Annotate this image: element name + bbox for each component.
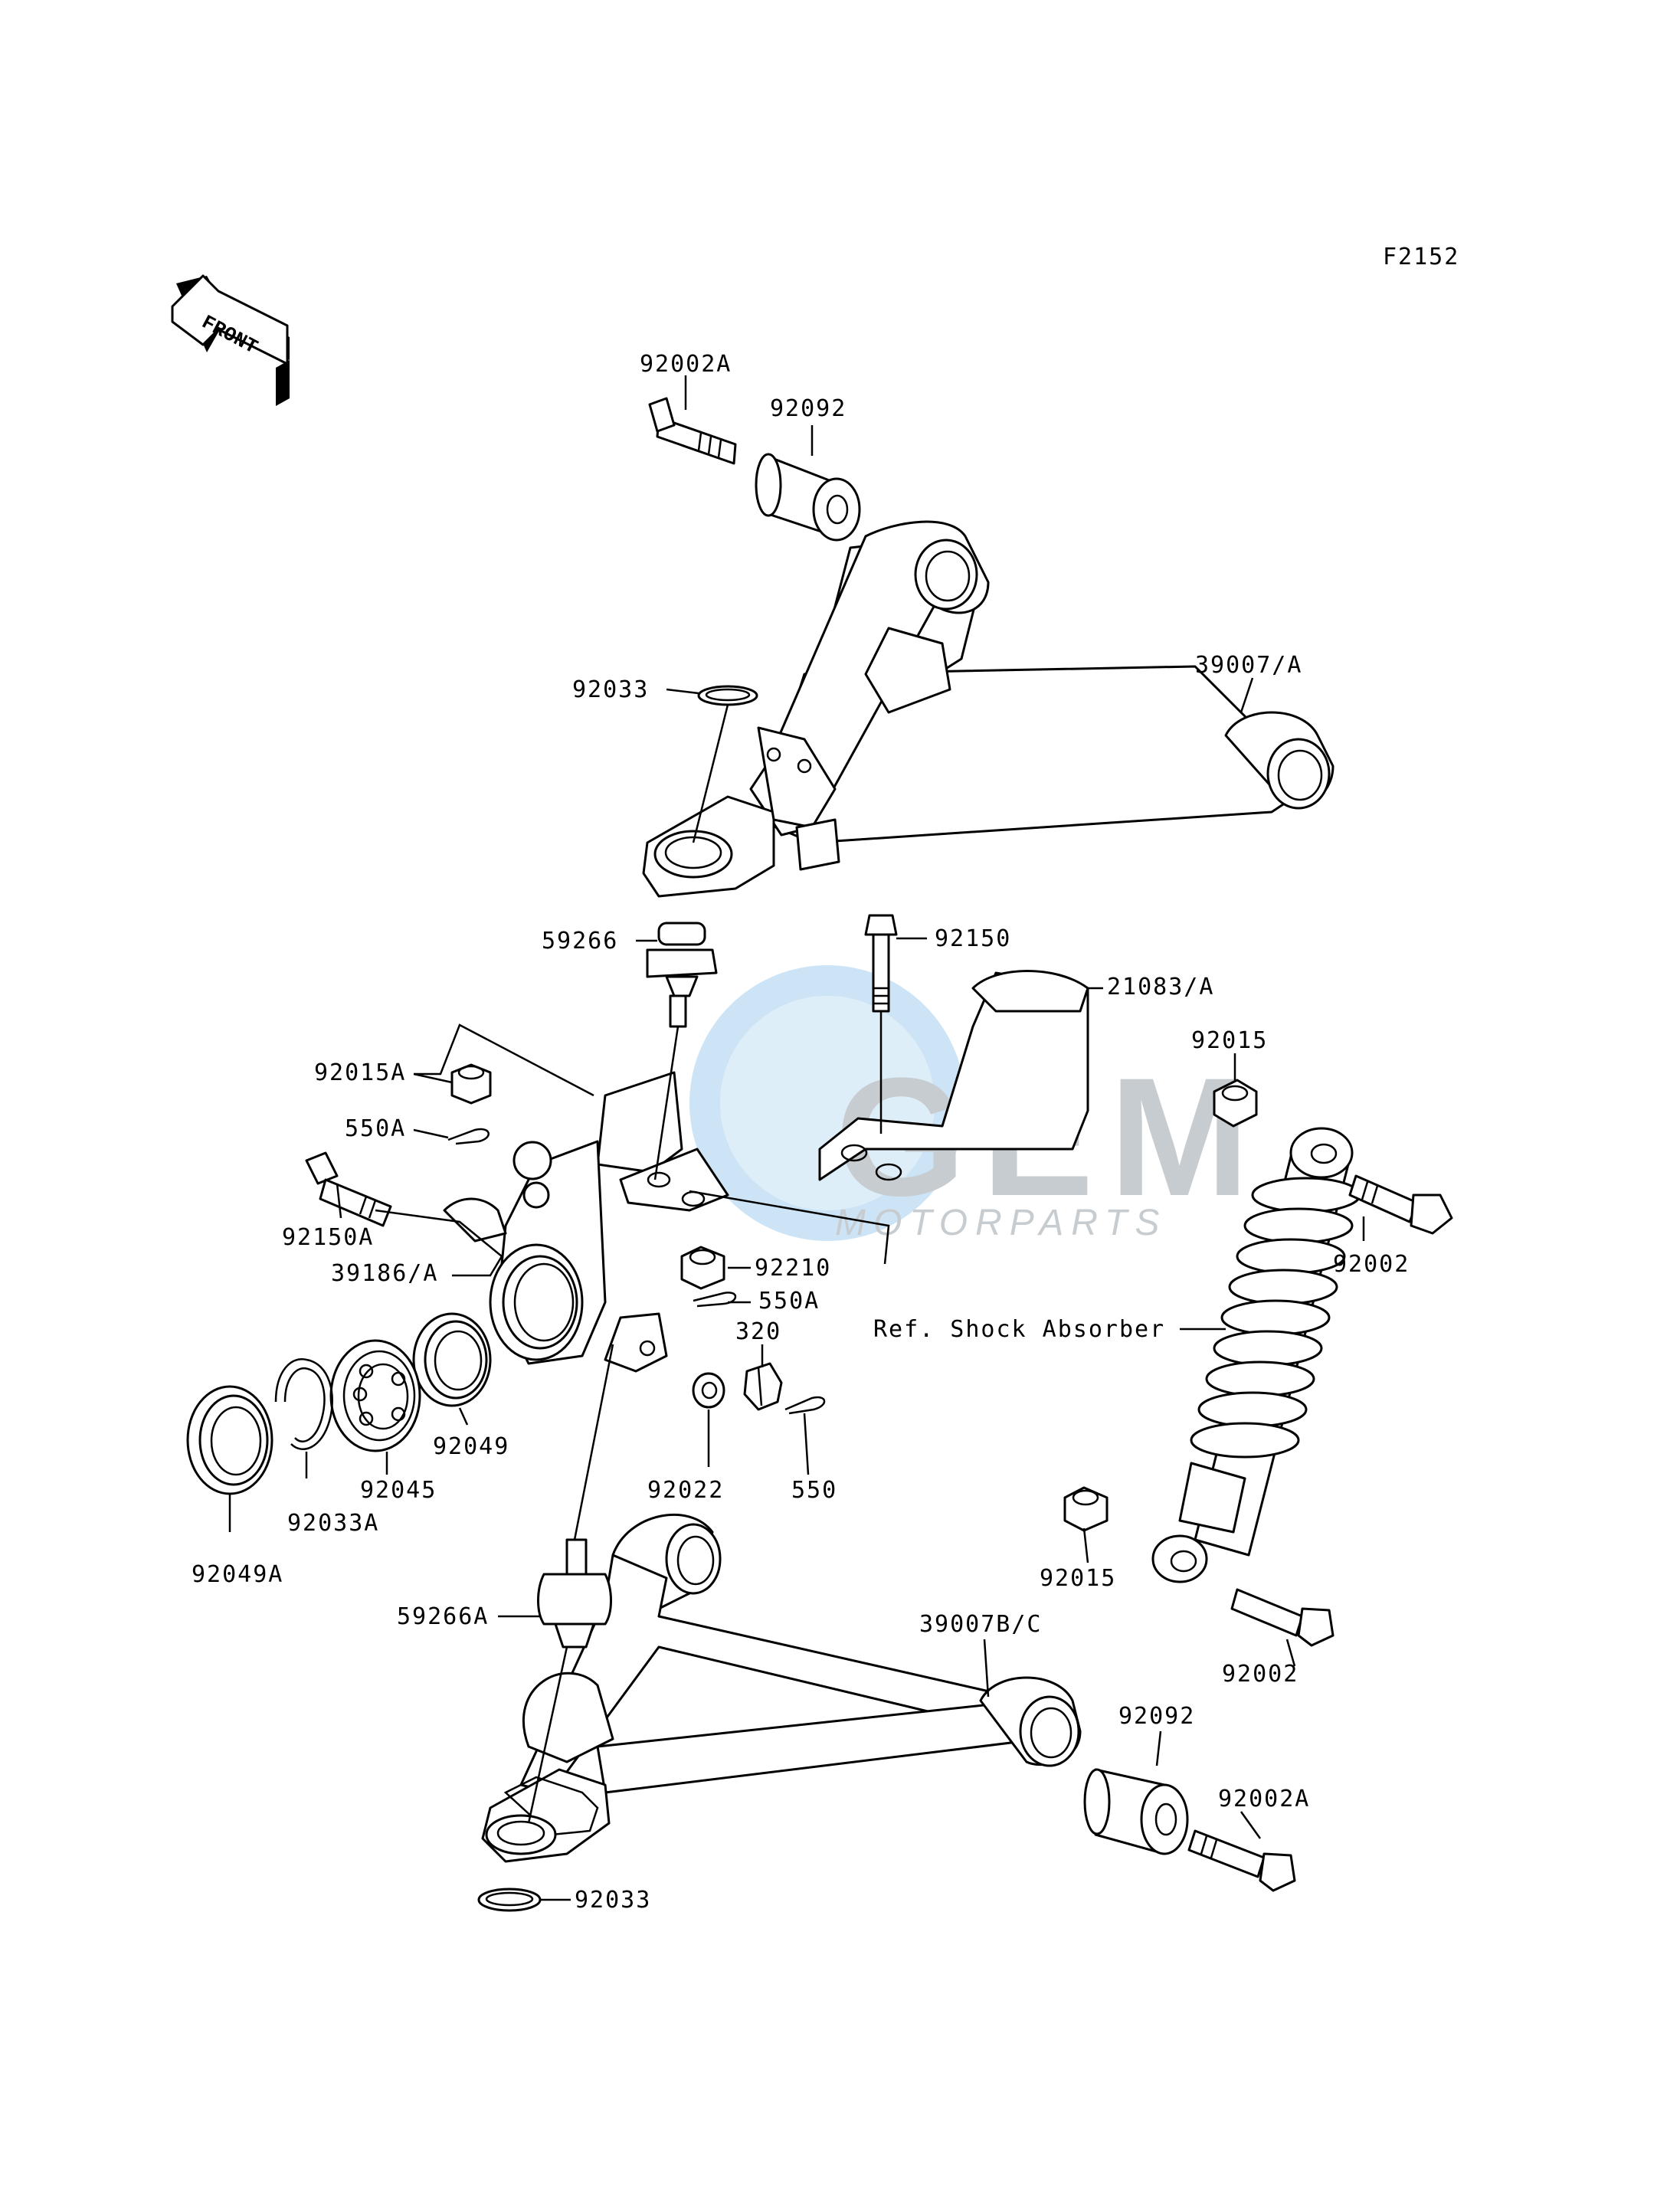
label-39007bc: 39007B/C [919, 1611, 1043, 1638]
label-39007a: 39007/A [1195, 652, 1302, 679]
label-92002a-bot: 92002A [1218, 1786, 1310, 1812]
label-92210: 92210 [755, 1255, 831, 1282]
knuckle-39186a [443, 1071, 729, 1373]
circlip-92033-top [697, 685, 758, 706]
washer-92022 [692, 1372, 725, 1409]
cotter-pin-550a-bot [693, 1292, 737, 1308]
nut-92015-top [1213, 1079, 1258, 1128]
bearing-92045 [329, 1339, 421, 1452]
label-92033-bot: 92033 [575, 1887, 651, 1914]
ball-joint-59266 [646, 922, 718, 1028]
circlip-92033a [274, 1358, 333, 1450]
bolt-92002-right [1348, 1174, 1453, 1235]
label-92002-bot: 92002 [1222, 1661, 1298, 1688]
label-92015-bot: 92015 [1040, 1565, 1116, 1592]
circlip-92033-bot [477, 1888, 542, 1912]
label-92033a: 92033A [287, 1510, 379, 1537]
label-92150a: 92150A [282, 1224, 374, 1251]
label-39186a: 39186/A [331, 1260, 438, 1287]
label-92033-top: 92033 [572, 676, 649, 703]
bolt-92150 [864, 914, 898, 1013]
shock-absorber [1151, 1127, 1361, 1583]
upper-arm-39007a [642, 520, 1335, 898]
label-92092-top: 92092 [770, 395, 847, 422]
label-92045: 92045 [360, 1477, 437, 1504]
shock-spring-icon [1190, 1177, 1361, 1459]
bearing-92049a [186, 1385, 273, 1495]
label-550a-bot: 550A [758, 1288, 820, 1315]
ball-joint-59266a [537, 1538, 612, 1649]
front-arrow-icon: FRONT [171, 274, 290, 406]
label-92092-bot: 92092 [1118, 1703, 1195, 1730]
bolt-92002a-top [648, 397, 737, 465]
label-92150: 92150 [935, 925, 1011, 952]
label-92015-top: 92015 [1191, 1027, 1268, 1054]
cotter-pin-550a-top [447, 1128, 490, 1145]
watermark-sub: MOTORPARTS [835, 1203, 1167, 1243]
lower-arm-39007bc [481, 1514, 1082, 1863]
bracket-21083a [818, 970, 1089, 1181]
nut-92015a [450, 1063, 492, 1105]
label-59266a: 59266A [397, 1603, 489, 1630]
label-92049a: 92049A [192, 1561, 283, 1588]
label-550a-top: 550A [345, 1115, 406, 1142]
label-550: 550 [791, 1477, 837, 1504]
castle-nut-320 [743, 1362, 783, 1411]
nut-92015-bot [1063, 1486, 1109, 1532]
label-320: 320 [735, 1318, 781, 1345]
ref-shock-absorber: Ref. Shock Absorber [873, 1316, 1165, 1343]
cotter-pin-550 [784, 1396, 826, 1415]
part-labels: 92002A 92092 39007/A 92033 59266 92150 2… [192, 351, 1410, 1914]
diagram-code: F2152 [1383, 244, 1459, 270]
bushing-92092-top [755, 453, 861, 542]
label-92022: 92022 [647, 1477, 724, 1504]
bushing-92092-bot [1083, 1768, 1189, 1855]
bolt-92002a-bot [1187, 1829, 1296, 1892]
label-92015a: 92015A [314, 1059, 406, 1086]
label-21083a: 21083/A [1107, 974, 1214, 1000]
leader-lines [228, 375, 1365, 1901]
label-92049: 92049 [433, 1433, 509, 1460]
label-92002a-top: 92002A [640, 351, 732, 378]
nut-92210 [680, 1246, 725, 1290]
bearing-92049 [412, 1312, 492, 1407]
watermark-globe-icon [689, 965, 965, 1241]
bolt-92150a [305, 1151, 392, 1227]
bolt-92002-bot [1230, 1588, 1335, 1647]
label-92002-right: 92002 [1333, 1251, 1410, 1278]
label-59266: 59266 [542, 928, 618, 954]
